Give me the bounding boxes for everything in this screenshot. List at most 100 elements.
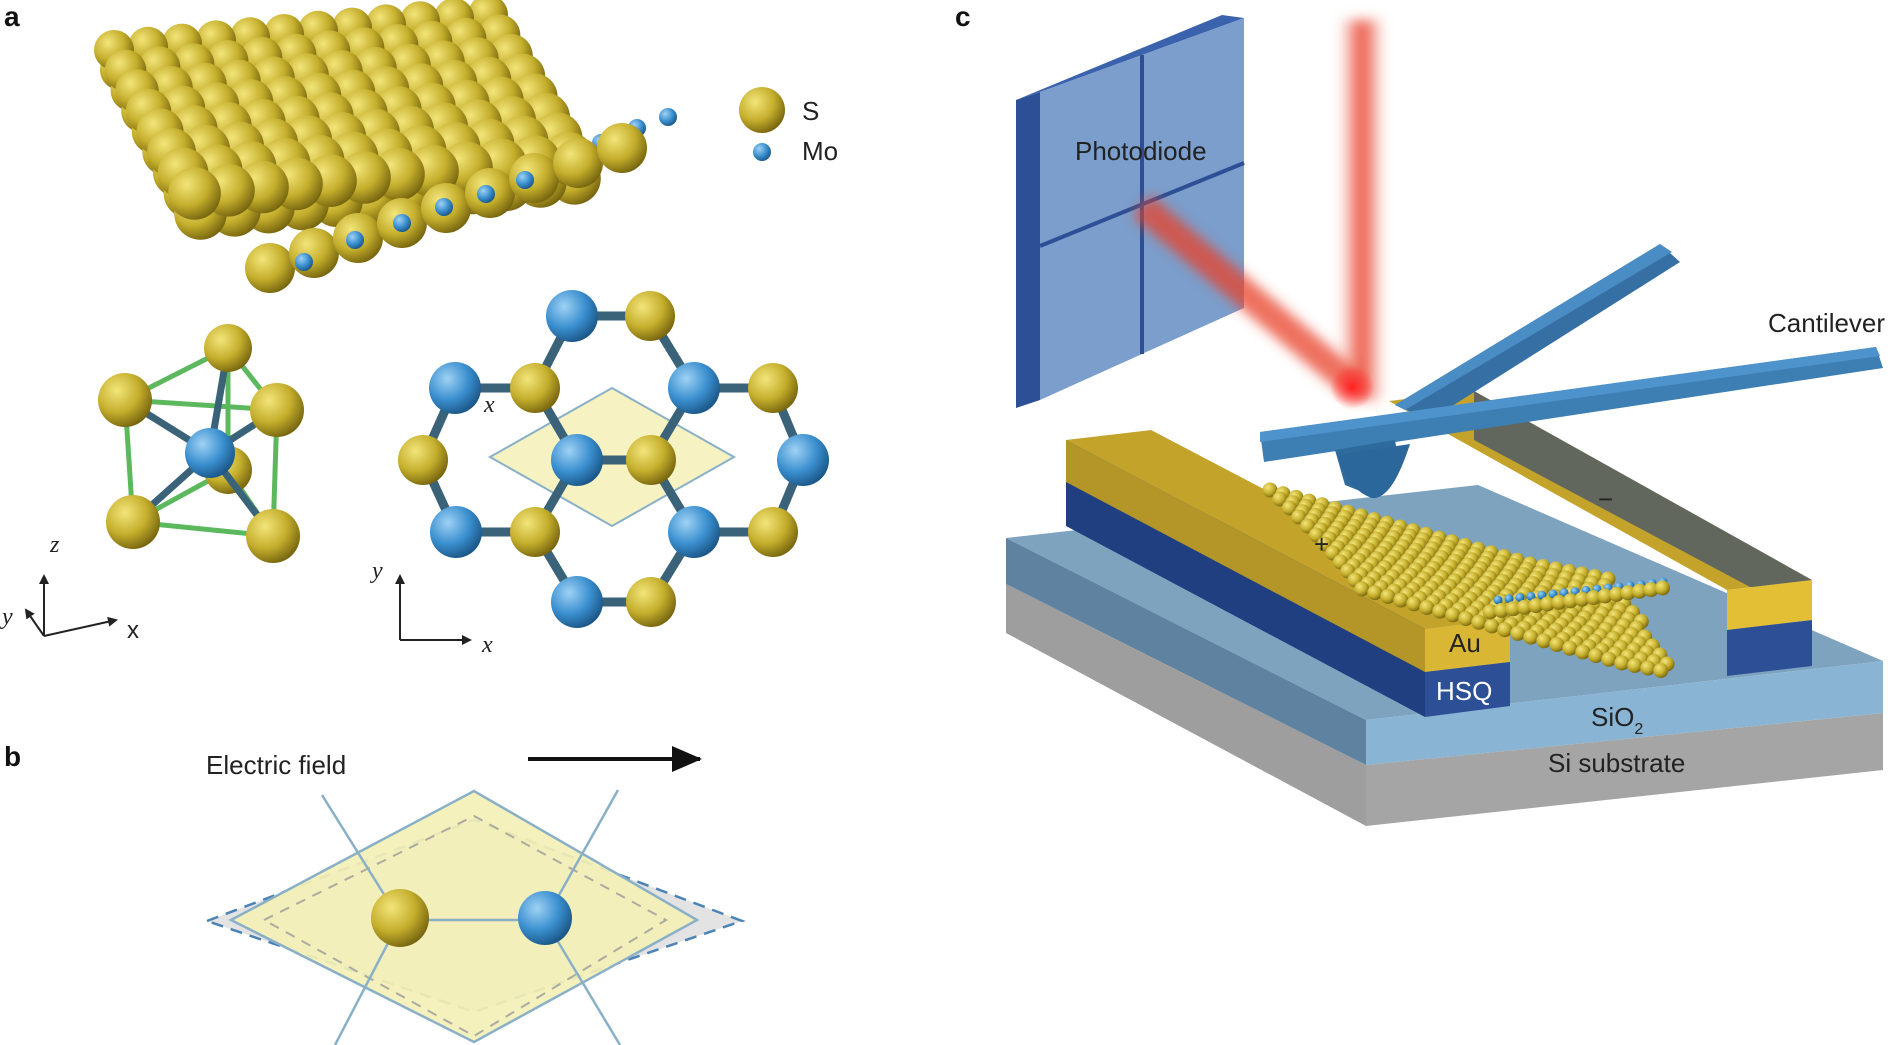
si-substrate-label: Si substrate: [1548, 748, 1685, 778]
hex-atoms: [398, 290, 829, 628]
flake-sulfur-atom: [1627, 658, 1643, 673]
substrate-front: [1366, 713, 1883, 826]
prism-sulfur-top-left: [98, 373, 152, 427]
flake-sulfur-atom: [1510, 625, 1526, 641]
right-electrode-front-hsq: [1727, 620, 1812, 676]
flake-sulfur-atom: [1551, 594, 1567, 610]
flake-sulfur-atom: [1367, 585, 1383, 601]
cell-mo-atom: [518, 891, 572, 945]
flake-sulfur-atom: [1643, 582, 1659, 598]
hex-sulfur-atom: [626, 577, 676, 627]
flake-sulfur-atom: [1272, 491, 1288, 507]
prism-axis-z: z: [49, 532, 60, 558]
flake-mo-atom: [1493, 595, 1503, 605]
flake-sulfur-atom: [1574, 591, 1590, 607]
laser-spot: [1330, 365, 1374, 409]
prism-sulfur-bottom-right: [246, 509, 300, 563]
flake-mo-atom: [1504, 594, 1514, 604]
right-electrode-inner-side: [1474, 391, 1812, 620]
flake-sulfur-atom: [1655, 580, 1670, 596]
prism-sulfur-bottom-left: [106, 495, 160, 549]
sio2-label-base: SiO: [1591, 702, 1634, 732]
hex-mo-atom: [668, 506, 720, 558]
flake-sulfur-atom: [1406, 596, 1422, 612]
sheet-mo-atom: [477, 185, 495, 203]
sheet-atoms: [94, 0, 677, 293]
hexagonal-lattice: [398, 290, 829, 628]
substrate-side-front: [1006, 584, 1366, 826]
flake-sulfur-atom: [1597, 588, 1613, 604]
electrode-minus-label: −: [1598, 484, 1613, 514]
laser-beam: [1132, 20, 1384, 409]
sheet-mo-atom: [393, 214, 411, 232]
legend-mo-label: Mo: [802, 136, 838, 166]
photodiode: [1016, 15, 1245, 408]
species-legend: S Mo: [739, 87, 838, 166]
hex-axis-x: x: [481, 632, 493, 658]
hex-sulfur-atom: [748, 363, 798, 413]
prism-sulfur-top-back: [204, 324, 252, 372]
flake-sulfur-atom: [1458, 611, 1474, 627]
flake-sulfur-atom: [1632, 583, 1647, 599]
hex-mo-atom: [430, 506, 482, 558]
prism-axis-x: x: [127, 617, 139, 644]
legend-mo-sphere: [753, 143, 771, 161]
sheet-sulfur-edge: [245, 243, 295, 293]
cantilever-arm-back-top: [1395, 244, 1672, 410]
prism-axes: [24, 574, 118, 637]
panel-letter-b: b: [4, 741, 21, 772]
flake-sulfur-atom: [1586, 590, 1601, 606]
flake-sulfur-atom: [1393, 592, 1409, 608]
sio2-left-side: [1006, 538, 1366, 765]
legend-sulfur-sphere: [739, 87, 785, 133]
hex-axis-x-inner: x: [483, 392, 495, 418]
sheet-mo-atom: [516, 171, 534, 189]
strained-unit-cell: [203, 789, 746, 1045]
mos2-sheet-a: [94, 0, 677, 293]
trigonal-prism: [98, 324, 304, 563]
prism-axis-y: y: [0, 604, 13, 630]
sheet-sulfur-edge: [289, 228, 339, 278]
cell-sulfur-atom: [371, 889, 429, 947]
left-electrode-front-hsq: [1425, 662, 1510, 717]
photodiode-top: [1016, 15, 1244, 100]
flake-sulfur-atom: [1281, 500, 1297, 516]
panel-letter-a: a: [4, 1, 20, 32]
sio2-front-side: [1366, 661, 1883, 765]
flake-sulfur-atom: [1640, 660, 1656, 676]
hex-mo-atom: [551, 434, 603, 486]
flake-sulfur-atom: [1540, 596, 1555, 612]
cantilever-arm-front-top: [1260, 347, 1880, 442]
hex-sulfur-atom: [625, 291, 675, 341]
flake-sulfur-atom: [1609, 586, 1624, 602]
flake-sulfur-atom: [1494, 602, 1509, 618]
prism-sulfur-top-right: [250, 383, 304, 437]
flake-sulfur-atom: [1601, 651, 1617, 667]
legend-sulfur-label: S: [802, 96, 819, 126]
photodiode-side: [1016, 92, 1040, 408]
flake-sulfur-atom: [1528, 598, 1544, 614]
sio2-label-sub: 2: [1634, 721, 1643, 738]
hex-sulfur-atom: [626, 435, 676, 485]
sheet-mo-atom: [659, 108, 677, 126]
cantilever: [1260, 244, 1883, 499]
electrode-plus-label: +: [1314, 529, 1329, 559]
flake-sulfur-atom: [1497, 622, 1513, 638]
sheet-sulfur-top: [168, 167, 221, 220]
hex-sulfur-atom: [510, 363, 560, 413]
flake-sulfur-atom: [1517, 599, 1532, 615]
flake-sulfur-atom: [1562, 640, 1578, 656]
hex-axes: [395, 574, 472, 645]
hex-mo-atom: [668, 362, 720, 414]
flake-sulfur-atom: [1549, 637, 1565, 652]
si-substrate-block: [1006, 584, 1883, 826]
flake-sulfur-atom: [1614, 655, 1630, 671]
flake-sulfur-atom: [1419, 600, 1435, 615]
flake-sulfur-atom: [1445, 607, 1461, 623]
unstrained-cell-inner-dash: [261, 814, 669, 1038]
electric-field-label: Electric field: [206, 750, 346, 780]
cantilever-tip-cone: [1338, 444, 1410, 499]
au-label: Au: [1449, 628, 1481, 658]
flake-sulfur-atom: [1653, 663, 1669, 678]
flake-sulfur-atom: [1620, 585, 1636, 601]
